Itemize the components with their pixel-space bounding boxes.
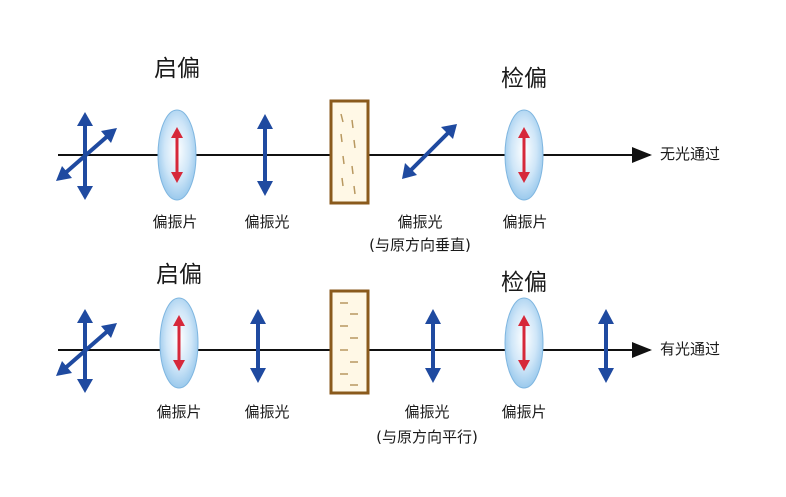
polarizer-label: 偏振片 <box>156 403 202 421</box>
parallel-polarized-light-icon <box>425 309 441 383</box>
polarized-light-label: 偏振光 <box>244 403 290 421</box>
sample-cell-icon <box>329 99 370 205</box>
polarizer-label: 偏振片 <box>152 213 198 231</box>
rotated-polarized-light-icon <box>402 124 457 179</box>
polarizer-title: 启偏 <box>154 56 200 82</box>
after-sample-label: 偏振光 <box>397 213 443 231</box>
analyzer-label: 偏振片 <box>502 213 548 231</box>
after-sample-note: (与原方向平行) <box>376 428 478 446</box>
after-sample-note: (与原方向垂直) <box>369 236 471 254</box>
transmitted-light-icon <box>598 309 614 383</box>
row-1-crossed <box>56 99 652 205</box>
polarized-light-label: 偏振光 <box>244 213 290 231</box>
vertical-polarized-light-icon <box>250 309 266 383</box>
analyzer-label: 偏振片 <box>501 403 547 421</box>
result-label: 无光通过 <box>660 145 721 163</box>
vertical-polarized-light-icon <box>257 114 273 196</box>
analyzer-title: 检偏 <box>501 66 547 92</box>
unpolarized-light-icon <box>56 309 117 393</box>
sample-cell-icon <box>329 289 370 395</box>
row-2-parallel <box>56 289 652 395</box>
analyzer-lens-icon <box>504 109 544 201</box>
polarizer-title: 启偏 <box>156 262 202 288</box>
polarizer-lens-icon <box>159 297 199 389</box>
after-sample-label: 偏振光 <box>404 403 450 421</box>
analyzer-title: 检偏 <box>501 270 547 296</box>
unpolarized-light-icon <box>56 112 117 200</box>
polarizer-lens-icon <box>157 109 197 201</box>
analyzer-lens-icon <box>504 297 544 389</box>
result-label: 有光通过 <box>660 340 721 358</box>
